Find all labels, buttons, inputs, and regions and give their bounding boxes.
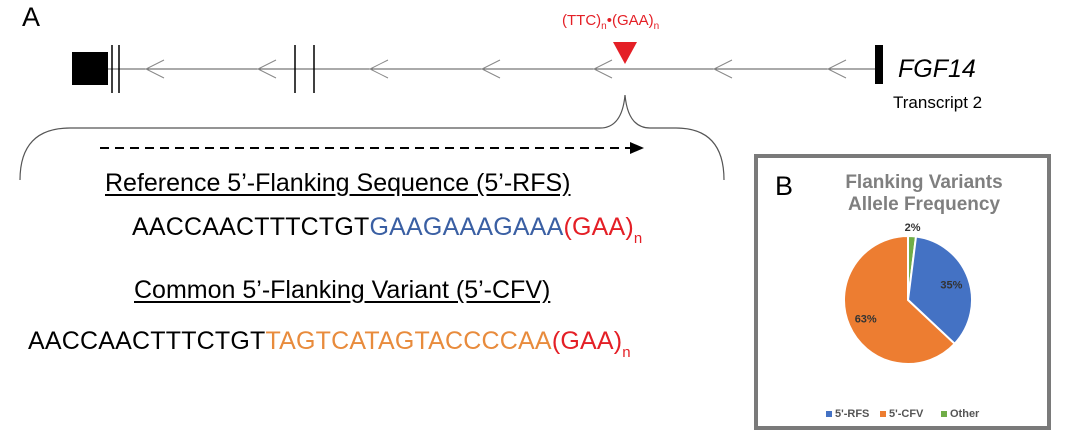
sequence-rfs-part: GAAGAAAGAAA bbox=[369, 213, 564, 241]
repeat-label-subscript: n bbox=[653, 21, 660, 32]
transcript-label: Transcript 2 bbox=[893, 93, 983, 112]
sequence-repeat: (GAA) bbox=[551, 327, 623, 355]
chevron-left-icon bbox=[256, 59, 277, 79]
pie-data-label: 63% bbox=[855, 313, 877, 325]
allele-frequency-panel: 2% 35% 63% B Flanking Variants Allele Freq… bbox=[754, 154, 1051, 430]
repeat-label-part: (TTC) bbox=[562, 12, 602, 29]
arrowhead-icon bbox=[630, 142, 644, 154]
pie-data-label: 2% bbox=[905, 222, 921, 234]
reference-sequence: AACCAACTTTCTGTGAAGAAAGAAA(GAA)n bbox=[132, 213, 642, 247]
sequence-repeat: (GAA) bbox=[563, 213, 634, 241]
pie-data-label: 35% bbox=[940, 279, 962, 291]
direction-chevrons bbox=[144, 59, 847, 79]
chevron-left-icon bbox=[712, 59, 733, 79]
legend-swatch bbox=[941, 411, 947, 417]
legend-item: 5'-CFV bbox=[880, 408, 923, 420]
sequence-repeat-subscript: n bbox=[633, 230, 643, 247]
panel-b-label: B bbox=[775, 171, 794, 201]
repeat-label-part: •(GAA) bbox=[606, 12, 654, 29]
gene-name: FGF14 bbox=[898, 55, 976, 83]
legend-label: 5'-CFV bbox=[889, 408, 924, 420]
chevron-left-icon bbox=[480, 59, 501, 79]
legend-swatch bbox=[880, 411, 886, 417]
variant-sequence-title: Common 5’-Flanking Variant (5’-CFV) bbox=[134, 276, 551, 304]
chevron-left-icon bbox=[368, 59, 389, 79]
pie-slice bbox=[843, 234, 957, 365]
repeat-label-subscript: n bbox=[601, 21, 607, 32]
panel-a-label: A bbox=[22, 2, 41, 32]
chevron-left-icon bbox=[144, 59, 165, 79]
legend-swatch bbox=[826, 411, 832, 417]
reference-sequence-title: Reference 5’-Flanking Sequence (5’-RFS) bbox=[105, 169, 571, 197]
zoom-bracket bbox=[19, 94, 725, 181]
sequence-common-part: AACCAACTTTCTGT bbox=[132, 213, 370, 241]
pie-chart-title: Flanking Variants Allele Frequency bbox=[794, 172, 1054, 216]
repeat-marker-triangle bbox=[613, 42, 637, 64]
chevron-left-icon bbox=[826, 59, 847, 79]
legend-item: 5'-RFS bbox=[826, 408, 869, 420]
sequence-cfv-part: TAGTCATAGTACCCCAA bbox=[265, 327, 552, 355]
variant-sequence: AACCAACTTTCTGTTAGTCATAGTACCCCAA(GAA)n bbox=[28, 327, 631, 361]
legend-label: 5'-RFS bbox=[835, 408, 870, 420]
repeat-label: (TTC)n•(GAA)n bbox=[562, 12, 659, 32]
chevron-left-icon bbox=[592, 59, 613, 79]
sequence-common-part: AACCAACTTTCTGT bbox=[28, 327, 266, 355]
sequence-repeat-subscript: n bbox=[622, 344, 631, 361]
pie-title-line: Allele Frequency bbox=[847, 194, 1001, 215]
legend-label: Other bbox=[950, 408, 980, 420]
exon-block bbox=[72, 52, 108, 85]
exon-block bbox=[875, 45, 883, 84]
legend-item: Other bbox=[941, 408, 979, 420]
pie-title-line: Flanking Variants bbox=[845, 172, 1003, 193]
pie-chart: 2% 35% 63% bbox=[843, 222, 973, 365]
pie-slice bbox=[906, 235, 973, 346]
